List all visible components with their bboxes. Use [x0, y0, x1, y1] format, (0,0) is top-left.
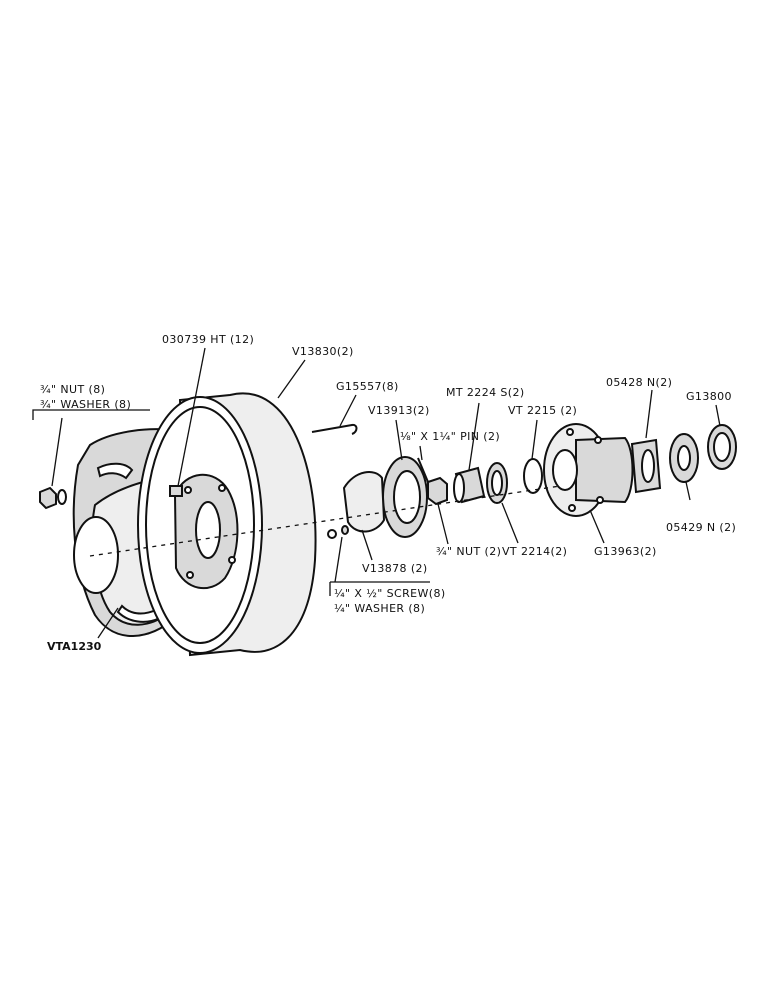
- leader-lines: [32, 347, 721, 639]
- label-washer-8: ¾" WASHER (8): [40, 398, 131, 411]
- axis-centerline: [89, 485, 561, 557]
- label-seal: G13800: [686, 390, 732, 403]
- bearing-cone-inner: [486, 462, 508, 504]
- bearing-cone-05429: [669, 433, 699, 483]
- label-j-bolt: G15557(8): [336, 380, 399, 393]
- label-gasket: V13913(2): [368, 404, 430, 417]
- hub-cap: [342, 471, 386, 533]
- label-hub: G13963(2): [594, 545, 657, 558]
- label-axle-nut: ¾" NUT (2): [436, 545, 501, 558]
- label-nut-8: ¾" NUT (8): [40, 383, 105, 396]
- screw-and-washer: [327, 525, 349, 539]
- wheel-hub: [543, 423, 634, 517]
- label-rim: V13830(2): [292, 345, 354, 358]
- label-weight: VTA1230: [47, 640, 102, 653]
- label-cup-inner-b: 05429 N (2): [666, 521, 736, 534]
- label-screw: ¼" X ½" SCREW(8): [334, 587, 446, 600]
- bearing-cup-inner: [630, 438, 662, 494]
- label-pin: ⅛" X 1¼" PIN (2): [400, 430, 500, 443]
- label-washer-small: ¼" WASHER (8): [334, 602, 425, 615]
- grease-seal: [707, 424, 737, 470]
- label-cone-inner: VT 2214(2): [502, 545, 567, 558]
- bearing-cup-outer: [523, 458, 543, 494]
- label-cup-inner: 05428 N(2): [606, 376, 672, 389]
- bearing-cone-outer: [453, 466, 486, 504]
- label-cone-outer: MT 2224 S(2): [446, 386, 525, 399]
- j-bolt: [311, 423, 358, 435]
- label-bolt: 030739 HT (12): [162, 333, 254, 346]
- axle-nut: [427, 476, 448, 506]
- wheel-rim: [137, 392, 317, 657]
- wheel-bolt: [169, 485, 183, 497]
- lug-nut-and-washer: [39, 486, 67, 510]
- label-cup-outer: VT 2215 (2): [508, 404, 577, 417]
- label-hubcap: V13878 (2): [362, 562, 428, 575]
- cotter-pin: [417, 457, 429, 483]
- gasket: [382, 456, 428, 538]
